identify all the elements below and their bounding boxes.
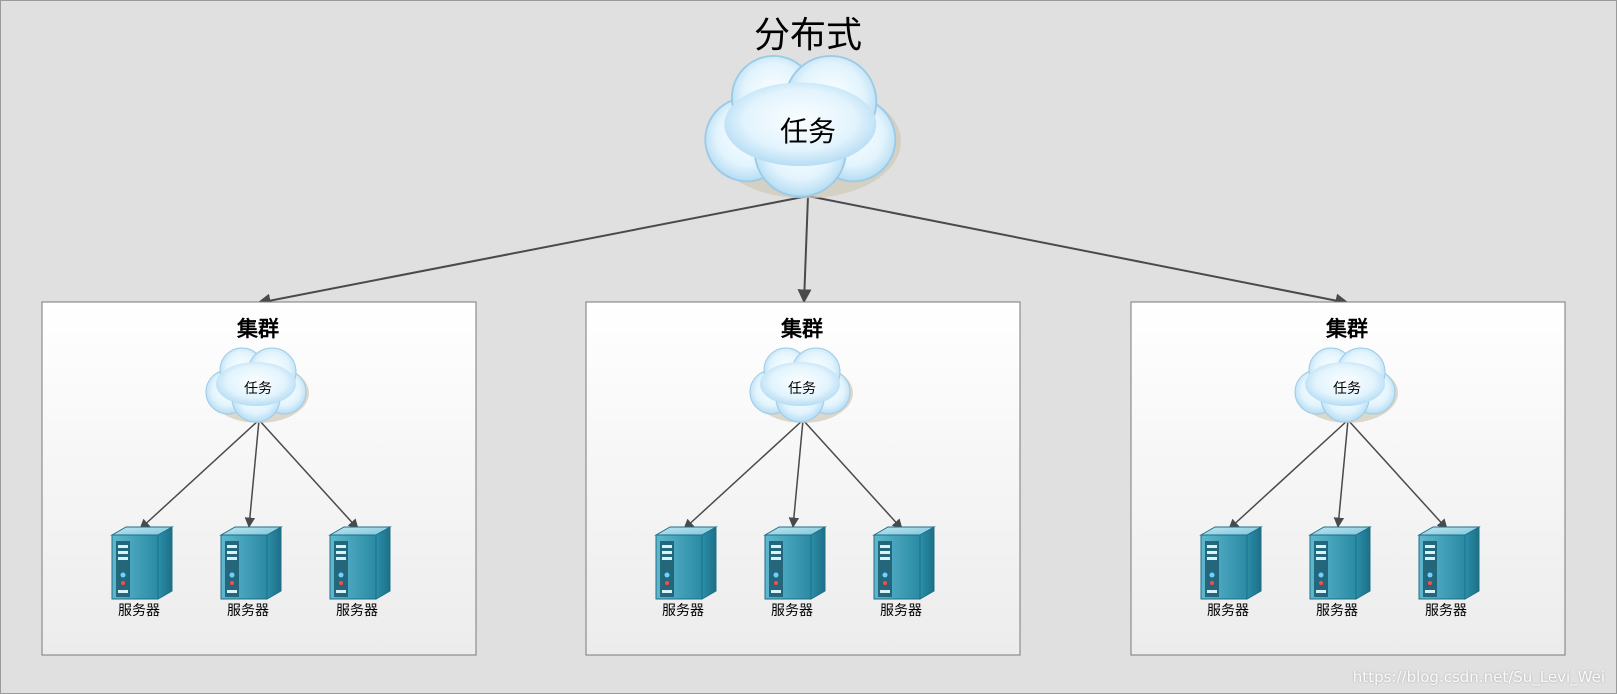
task-label: 任务 [1333,381,1361,397]
task-label: 任务 [788,381,816,397]
arrow-task-to-server [788,419,804,529]
root-task-label: 任务 [780,115,836,148]
server-label: 服务器 [227,603,269,619]
arrow-root-to-cluster-3 [807,195,1350,308]
server-icon [654,526,718,600]
server-icon [219,526,283,600]
arrow-task-to-server [139,419,260,530]
cluster-2: 集群 任务 服务器 [585,301,1021,656]
server-label: 服务器 [880,603,922,619]
server-label: 服务器 [118,603,160,619]
arrow-task-to-server [1228,419,1349,530]
arrow-root-to-cluster-1 [256,195,809,308]
cluster-1: 集群 任务 服务器 [41,301,477,656]
server-label: 服务器 [336,603,378,619]
server-icon [872,526,936,600]
server-icon [1417,526,1481,600]
server-label: 服务器 [1316,603,1358,619]
server-label: 服务器 [771,603,813,619]
arrow-task-to-server [683,419,804,530]
cluster-title: 集群 [236,316,279,341]
arrow-task-to-server [802,419,903,530]
server-label: 服务器 [662,603,704,619]
server-icon [763,526,827,600]
server-icon [110,526,174,600]
arrow-task-to-server [244,419,260,529]
diagram-title: 分布式 [754,15,862,56]
cluster-title: 集群 [1325,316,1368,341]
server-label: 服务器 [1425,603,1467,619]
task-label: 任务 [244,381,272,397]
arrow-task-to-server [258,419,359,530]
arrow-task-to-server [1347,419,1448,530]
arrow-root-to-cluster-2 [797,195,812,304]
watermark-text: https://blog.csdn.net/Su_Levi_Wei [1352,668,1605,686]
server-label: 服务器 [1207,603,1249,619]
cluster-3: 集群 任务 服务器 [1130,301,1566,656]
cluster-title: 集群 [780,316,823,341]
arrow-task-to-server [1333,419,1349,529]
server-icon [328,526,392,600]
server-icon [1308,526,1372,600]
server-icon [1199,526,1263,600]
